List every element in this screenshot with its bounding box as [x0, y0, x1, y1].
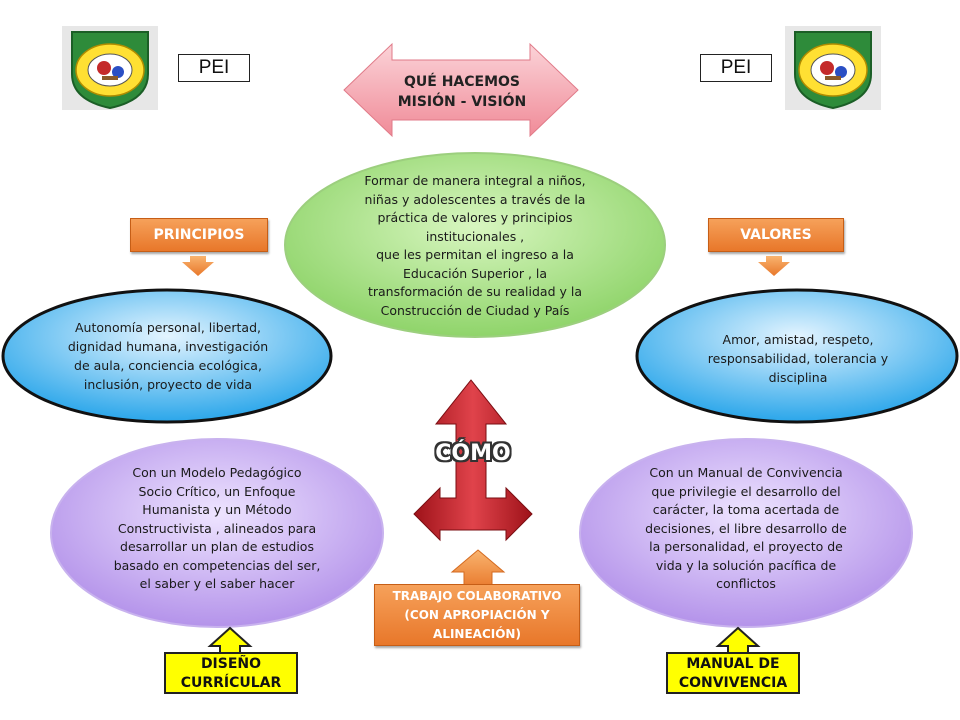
- principios-down-arrow: [182, 256, 214, 276]
- valores-line: responsabilidad, tolerancia y: [707, 351, 889, 366]
- manual-line: conflictos: [716, 576, 776, 591]
- manual-line: la personalidad, el proyecto de: [649, 539, 843, 554]
- modelo-line: Con un Modelo Pedagógico: [132, 465, 302, 480]
- principios-text: Autonomía personal, libertad, dignidad h…: [40, 318, 296, 394]
- manual-line: que privilegie el desarrollo del: [651, 483, 841, 499]
- modelo-line: Humanista y un Método: [142, 502, 292, 517]
- valores-ellipse: [635, 288, 959, 424]
- valores-line: disciplina: [768, 370, 828, 385]
- top-double-arrow: [343, 42, 579, 138]
- modelo-line: basado en competencias del ser,: [113, 557, 321, 573]
- manual-text: Con un Manual de Convivencia que privile…: [626, 464, 866, 594]
- valores-label: VALORES: [708, 218, 844, 252]
- trabajo-line2: (CON APROPIACIÓN Y: [404, 608, 550, 622]
- trabajo-line1: TRABAJO COLABORATIVO: [392, 589, 562, 603]
- valores-text: Amor, amistad, respeto, responsabilidad,…: [670, 330, 926, 387]
- manual-box-line2: CONVIVENCIA: [678, 675, 788, 691]
- modelo-text: Con un Modelo Pedagógico Socio Crítico, …: [100, 464, 334, 594]
- valores-line: Amor, amistad, respeto,: [722, 332, 874, 347]
- mission-line: institucionales ,: [425, 228, 525, 244]
- manual-ellipse: [579, 438, 913, 628]
- school-logo-left: [62, 26, 158, 110]
- trabajo-colaborativo-box: TRABAJO COLABORATIVO (CON APROPIACIÓN Y …: [374, 584, 580, 646]
- manual-line: Con un Manual de Convivencia: [649, 465, 843, 480]
- manual-line: carácter, la toma acertada de: [652, 502, 840, 517]
- valores-down-arrow: [758, 256, 790, 276]
- modelo-line: el saber y el saber hacer: [139, 576, 295, 591]
- pei-label-right: PEI: [700, 54, 772, 82]
- modelo-line: desarrollar un plan de estudios: [120, 539, 314, 554]
- manual-line: decisiones, el libre desarrollo de: [645, 520, 847, 536]
- diseno-line2: CURRÍCULAR: [180, 675, 282, 691]
- como-three-way-arrow: [413, 379, 533, 542]
- school-logo-right: [785, 26, 881, 110]
- manual-line: vida y la solución pacífica de: [655, 557, 837, 573]
- trabajo-line3: ALINEACIÓN): [433, 627, 521, 641]
- top-arrow-line1: QUÉ HACEMOS: [403, 74, 520, 90]
- mission-line: Educación Superior , la: [402, 265, 548, 281]
- mission-line: niñas y adolescentes a través de la: [364, 191, 586, 207]
- manual-box-line1: MANUAL DE: [686, 656, 780, 672]
- manual-convivencia-box: MANUAL DE CONVIVENCIA: [666, 652, 800, 694]
- mission-line: Construcción de Ciudad y País: [380, 302, 570, 318]
- mission-ellipse: [284, 152, 666, 338]
- principios-line: de aula, conciencia ecológica,: [74, 358, 262, 373]
- diseno-curricular-box: DISEÑO CURRÍCULAR: [164, 652, 298, 694]
- mission-line: Formar de manera integral a niños,: [364, 173, 586, 188]
- principios-line: dignidad humana, investigación: [67, 339, 269, 354]
- mission-line: transformación de su realidad y la: [367, 284, 582, 299]
- principios-line: Autonomía personal, libertad,: [75, 320, 261, 335]
- mission-line: que les permitan el ingreso a la: [376, 247, 574, 262]
- modelo-line: Socio Crítico, un Enfoque: [138, 483, 296, 499]
- mission-line: práctica de valores y principios: [377, 210, 573, 225]
- como-label: CÓMO: [435, 441, 511, 466]
- principios-ellipse: [1, 288, 333, 424]
- principios-line: inclusión, proyecto de vida: [83, 377, 253, 392]
- pei-label-left: PEI: [178, 54, 250, 82]
- diseno-line1: DISEÑO: [200, 656, 262, 672]
- top-arrow-line2: MISIÓN - VISIÓN: [397, 94, 527, 110]
- top-arrow-text: QUÉ HACEMOS MISIÓN - VISIÓN: [392, 72, 532, 112]
- modelo-line: Constructivista , alineados para: [117, 520, 317, 536]
- modelo-ellipse: [50, 438, 384, 628]
- mission-text: Formar de manera integral a niños, niñas…: [330, 172, 620, 320]
- principios-label: PRINCIPIOS: [130, 218, 268, 252]
